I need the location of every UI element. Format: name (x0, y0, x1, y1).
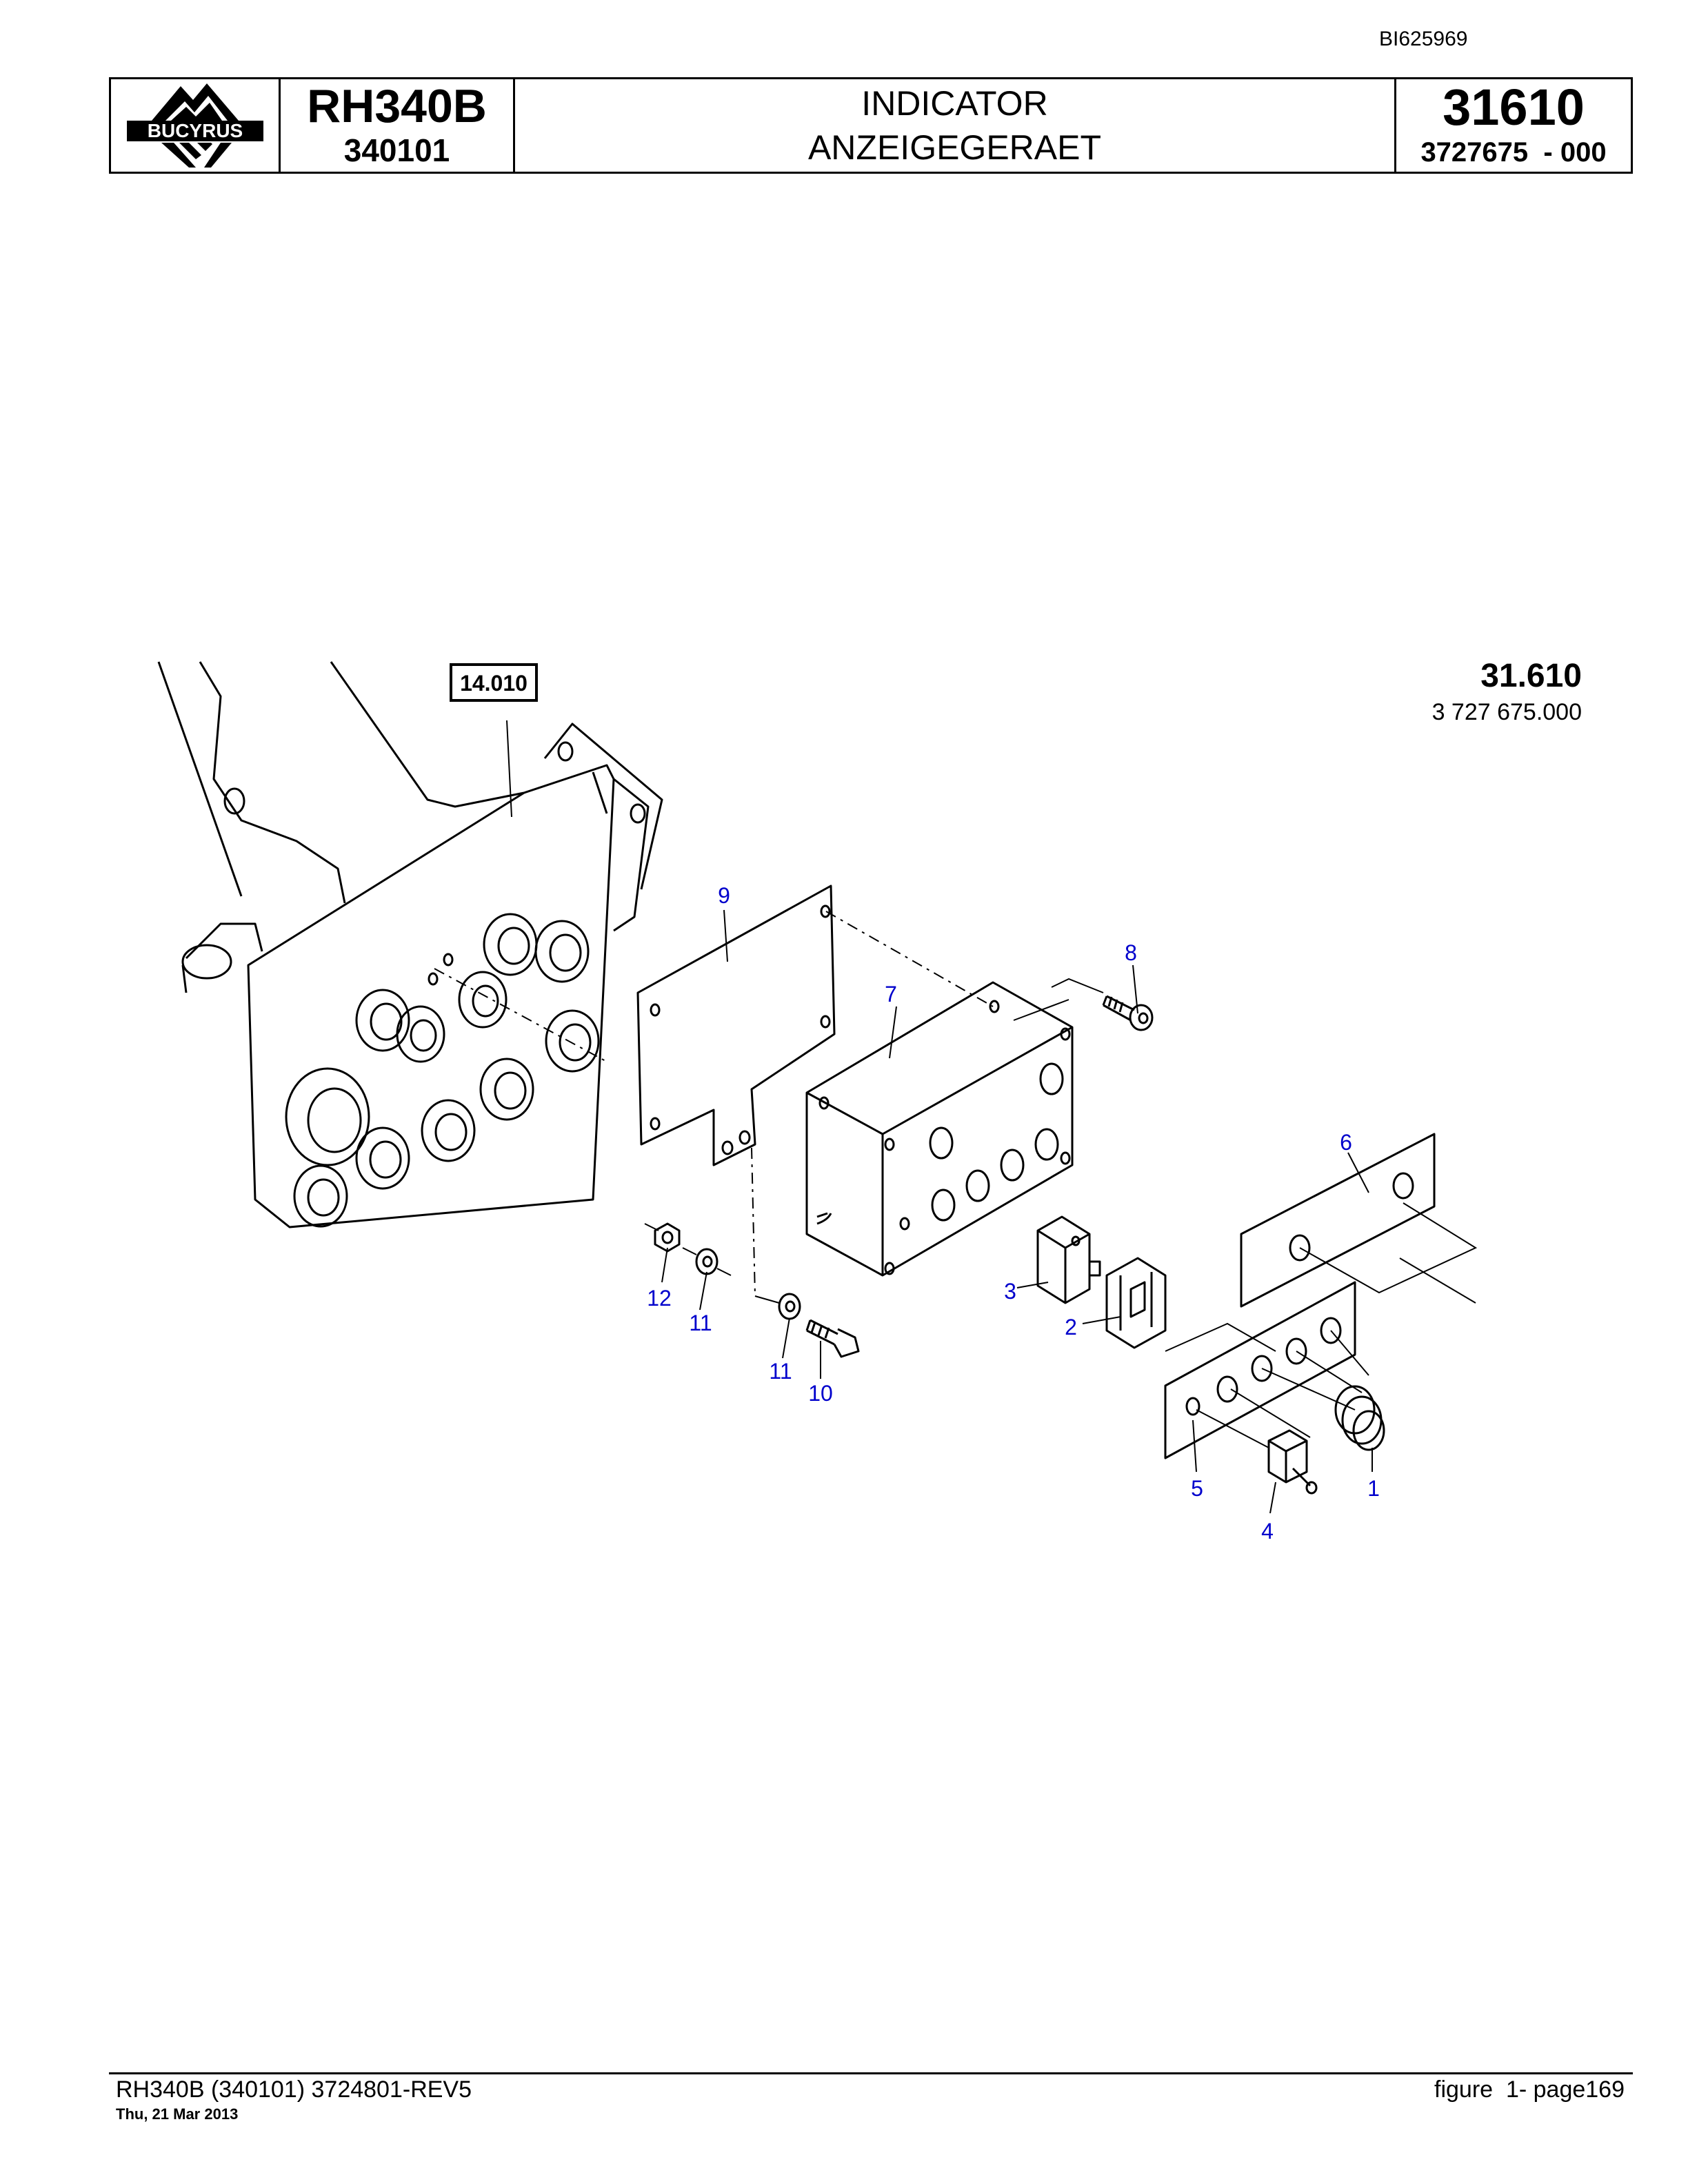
document-id: BI625969 (1379, 28, 1468, 50)
screw-8 (1102, 995, 1154, 1031)
group-label: 31.610 (1480, 658, 1582, 694)
bucyrus-logo: BUCYRUS (126, 83, 263, 168)
assembly-lines (434, 911, 1478, 1448)
mounting-bracket (157, 661, 663, 1228)
title-english: INDICATOR (861, 84, 1048, 123)
title-german: ANZEIGEGERAET (807, 128, 1102, 167)
mounting-adapter-2 (1105, 1257, 1167, 1349)
group-number: 31610 (1443, 79, 1585, 136)
callout-1: 1 (1367, 1476, 1380, 1501)
callout-8: 8 (1125, 940, 1137, 965)
mounting-plate-9 (636, 884, 836, 1166)
indicator-lamp-1 (1334, 1385, 1385, 1451)
callout-7: 7 (885, 982, 897, 1007)
group-cell: 31610 3727675 - 000 (1396, 79, 1631, 172)
callout-5: 5 (1191, 1476, 1203, 1501)
callout-11-left: 11 (689, 1311, 712, 1335)
callout-6: 6 (1340, 1130, 1352, 1155)
callout-3: 3 (1004, 1279, 1016, 1304)
nut-12 (654, 1222, 681, 1253)
footer-document-ref: RH340B (340101) 3724801-REV5 (116, 2076, 472, 2103)
callout-11-right: 11 (769, 1359, 792, 1384)
model-name: RH340B (307, 80, 487, 132)
contact-block-3 (1036, 1215, 1101, 1304)
callout-10: 10 (808, 1381, 833, 1406)
leader-lines (506, 720, 1373, 1514)
footer-date: Thu, 21 Mar 2013 (116, 2105, 239, 2123)
model-cell: RH340B 340101 (281, 79, 515, 172)
group-part-number: 3 727 675.000 (1432, 699, 1582, 725)
logo-wordmark: BUCYRUS (147, 120, 242, 141)
logo-cell: BUCYRUS (111, 79, 281, 172)
reference-box (450, 663, 538, 702)
callout-9: 9 (718, 883, 730, 908)
footer-page: figure 1- page169 (1434, 2076, 1625, 2103)
reference-label: 14.010 (460, 671, 528, 696)
indicator-housing-7 (805, 981, 1074, 1277)
callout-2: 2 (1065, 1315, 1077, 1339)
serial-number: 340101 (343, 132, 450, 168)
bolt-10 (805, 1319, 860, 1358)
port-bosses (285, 913, 600, 1228)
label-plate-6 (1240, 1133, 1436, 1308)
toggle-switch-4 (1267, 1429, 1318, 1495)
callout-12: 12 (647, 1286, 672, 1311)
part-number: 3727675 - 000 (1420, 137, 1607, 168)
washer-11-left (695, 1248, 719, 1275)
title-cell: INDICATOR ANZEIGEGERAET (515, 79, 1396, 172)
callout-4: 4 (1261, 1519, 1274, 1544)
front-plate-5 (1164, 1281, 1356, 1459)
footer-rule (109, 2072, 1633, 2074)
washer-11-right (778, 1293, 801, 1320)
title-block: BUCYRUS RH340B 340101 INDICATOR ANZEIGEG… (109, 77, 1633, 174)
